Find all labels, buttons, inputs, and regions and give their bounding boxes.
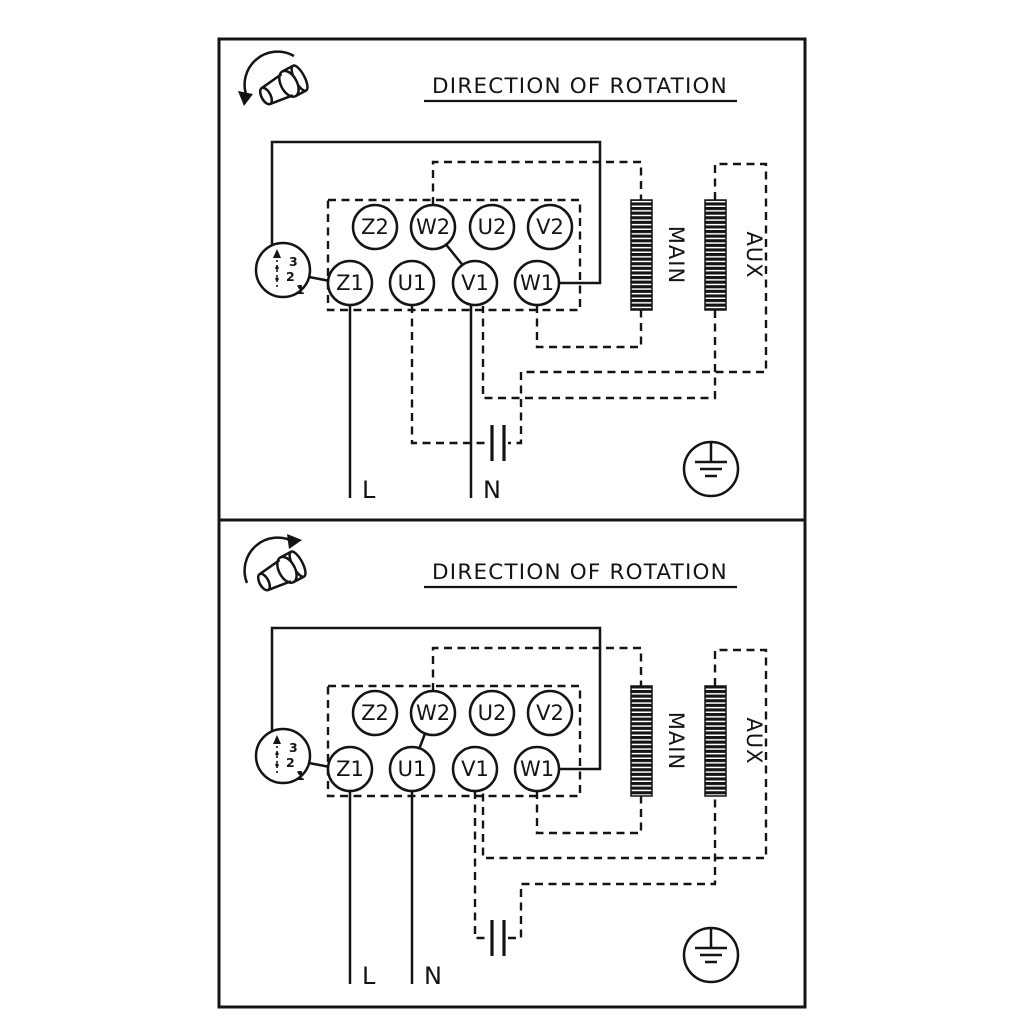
terminal-label: Z1 xyxy=(336,271,364,295)
wire-w1-to-main xyxy=(535,791,643,835)
wire-w2-to-main xyxy=(431,160,643,205)
terminal-u2: U2 xyxy=(468,689,516,737)
terminal-label: V1 xyxy=(461,757,489,781)
label-line: L xyxy=(362,962,376,990)
terminal-v1: V1 xyxy=(451,259,499,307)
selector-number: 3 xyxy=(289,740,298,755)
panel-border xyxy=(217,518,807,1009)
panel-direction-bottom: DIRECTION OF ROTATION xyxy=(217,518,807,1009)
wire-v1-to-capacitor xyxy=(473,791,488,940)
panel-title: DIRECTION OF ROTATION xyxy=(432,74,728,99)
selector-number: 1 xyxy=(296,768,305,783)
terminal-z2: Z2 xyxy=(351,689,399,737)
rotation-arrowhead xyxy=(238,91,253,106)
terminal-u1: U1 xyxy=(388,259,436,307)
selector-number: 1 xyxy=(296,282,305,297)
main-winding-label: MAIN xyxy=(664,226,688,284)
main-winding: MAIN xyxy=(630,685,688,797)
selector-number: 3 xyxy=(289,254,298,269)
label-line: L xyxy=(362,476,376,504)
wire-aux-top-to-capacitor xyxy=(508,162,768,445)
selector-switch: 3 2 1 xyxy=(254,727,312,785)
rotation-icon xyxy=(238,50,309,106)
terminal-z2: Z2 xyxy=(351,203,399,251)
terminal-u2: U2 xyxy=(468,203,516,251)
terminal-label: Z1 xyxy=(336,757,364,781)
terminal-label: W2 xyxy=(416,701,450,725)
terminal-label: U1 xyxy=(398,271,427,295)
terminal-label: W1 xyxy=(520,757,554,781)
main-winding: MAIN xyxy=(630,199,688,311)
rotation-arrowhead xyxy=(287,534,302,549)
terminal-label: U2 xyxy=(478,701,507,725)
selector-switch: 3 2 1 xyxy=(254,241,312,299)
aux-winding: AUX xyxy=(704,199,766,311)
terminal-w2: W2 xyxy=(409,203,457,251)
terminal-v2: V2 xyxy=(526,689,574,737)
wire-aux-top-to-v1 xyxy=(481,648,768,860)
terminal-z1: Z1 xyxy=(326,259,374,307)
label-neutral: N xyxy=(483,476,501,504)
terminal-label: W1 xyxy=(520,271,554,295)
wire-selector-to-w1 xyxy=(270,140,602,285)
aux-winding: AUX xyxy=(704,685,766,797)
terminal-v1: V1 xyxy=(451,745,499,793)
selector-number: 2 xyxy=(286,755,295,770)
terminal-box xyxy=(326,684,582,798)
label-neutral: N xyxy=(424,962,442,990)
terminal-v2: V2 xyxy=(526,203,574,251)
aux-winding-label: AUX xyxy=(742,717,766,764)
wire-capacitor-to-aux-bottom xyxy=(508,796,717,940)
terminal-label: Z2 xyxy=(361,701,389,725)
terminal-label: U1 xyxy=(398,757,427,781)
wire-selector-to-z1 xyxy=(308,761,331,769)
selector-arrow xyxy=(273,735,281,744)
main-winding-label: MAIN xyxy=(664,712,688,770)
aux-winding-label: AUX xyxy=(742,231,766,278)
terminal-u1: U1 xyxy=(388,745,436,793)
wire-u1-to-capacitor xyxy=(410,305,488,445)
wire-w1-to-main xyxy=(535,305,643,349)
selector-number: 2 xyxy=(286,269,295,284)
terminal-label: W2 xyxy=(416,215,450,239)
ground-icon xyxy=(682,926,740,984)
terminal-label: V2 xyxy=(536,215,564,239)
wire-selector-to-z1 xyxy=(308,275,331,283)
terminal-z1: Z1 xyxy=(326,745,374,793)
wire-selector-to-w1 xyxy=(270,626,602,771)
capacitor-symbol xyxy=(490,425,506,461)
panel-direction-top: DIRECTION OF ROTATION xyxy=(217,37,807,522)
terminal-w1: W1 xyxy=(513,745,561,793)
terminal-label: V2 xyxy=(536,701,564,725)
wire-aux-bottom-to-v1 xyxy=(481,306,717,400)
wire-w2-to-main xyxy=(431,646,643,691)
wire-bridge-w2-v1 xyxy=(443,241,466,269)
selector-arrow xyxy=(273,249,281,258)
terminal-w2: W2 xyxy=(409,689,457,737)
terminal-label: U2 xyxy=(478,215,507,239)
terminal-label: V1 xyxy=(461,271,489,295)
panel-title: DIRECTION OF ROTATION xyxy=(432,560,728,585)
terminal-w1: W1 xyxy=(513,259,561,307)
capacitor-symbol xyxy=(490,920,506,956)
ground-icon xyxy=(682,440,740,498)
terminal-label: Z2 xyxy=(361,215,389,239)
rotation-icon xyxy=(243,534,307,592)
terminal-box xyxy=(326,198,582,312)
